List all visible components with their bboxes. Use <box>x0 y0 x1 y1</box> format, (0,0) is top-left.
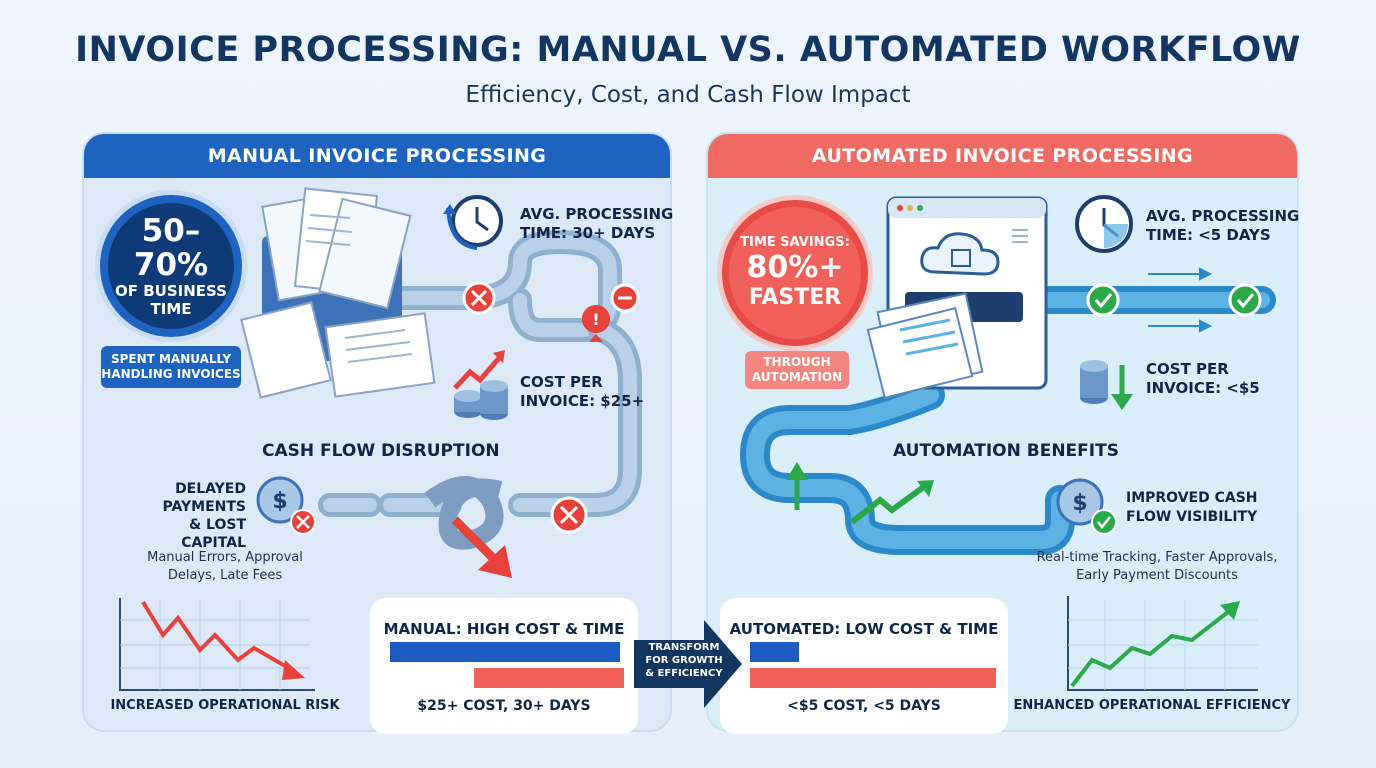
cash-line2: FLOW VISIBILITY <box>1126 509 1258 525</box>
transform-arrow-icon <box>634 620 742 708</box>
dollar-coin-icon: $ <box>256 476 316 535</box>
stop-icon <box>610 283 640 313</box>
operational-risk-caption: INCREASED OPERATIONAL RISK <box>110 698 340 713</box>
manual-stat-line2: TIME <box>150 300 192 318</box>
automated-cost-bar <box>750 668 996 688</box>
speed-arrows-icon <box>1148 267 1213 333</box>
rising-chart-icon <box>1067 596 1258 691</box>
manual-comparison-footer: $25+ COST, 30+ DAYS <box>417 698 591 714</box>
coins-icon <box>454 380 508 420</box>
automated-pipe-network <box>739 286 1276 555</box>
manual-pipe-network <box>318 229 642 517</box>
delay-line1: DELAYED <box>175 481 246 497</box>
error-x-icon <box>550 496 588 534</box>
manual-time-line1: AVG. PROCESSING <box>520 205 674 223</box>
benefits-line2: Early Payment Discounts <box>1076 568 1238 583</box>
svg-text:$: $ <box>272 489 287 514</box>
manual-time-bar <box>390 642 620 662</box>
automated-comparison-box: AUTOMATED: LOW COST & TIME <$5 COST, <5 … <box>720 598 1008 734</box>
cash-flow-disruption-heading: CASH FLOW DISRUPTION <box>262 441 500 461</box>
manual-cost-line2: INVOICE: $25+ <box>520 392 645 410</box>
errors-line1: Manual Errors, Approval <box>147 550 303 565</box>
svg-text:$: $ <box>1072 491 1087 516</box>
transform-label: TRANSFORM FOR GROWTH & EFFICIENCY <box>636 641 732 680</box>
manual-stat-value: 50–70% <box>133 213 209 283</box>
trend-up-icon <box>453 350 505 390</box>
cloud-scan-icon <box>920 232 1000 276</box>
automation-benefits-text: Real-time Tracking, Faster Approvals, Ea… <box>1022 549 1292 585</box>
automated-time-bar <box>750 642 799 662</box>
trend-up-icon <box>850 480 934 525</box>
arrow-down-icon <box>1111 365 1133 410</box>
delay-line3: & LOST CAPITAL <box>181 517 246 551</box>
manual-time-line2: TIME: 30+ DAYS <box>520 224 656 242</box>
automated-stat-small: TIME SAVINGS: <box>740 235 850 250</box>
automated-comparison-title: AUTOMATED: LOW COST & TIME <box>729 620 999 638</box>
automated-time-line1: AVG. PROCESSING <box>1146 207 1300 225</box>
declining-chart-icon <box>119 598 315 691</box>
check-icon <box>1228 283 1262 317</box>
manual-stat-line1: OF BUSINESS <box>115 282 227 300</box>
manual-processing-time: AVG. PROCESSING TIME: 30+ DAYS <box>520 205 673 243</box>
warning-icon: ! <box>581 305 610 342</box>
operational-efficiency-caption: ENHANCED OPERATIONAL EFFICIENCY <box>1013 698 1291 713</box>
automated-comparison-footer: <$5 COST, <5 DAYS <box>787 698 941 714</box>
automated-cost-line2: INVOICE: <$5 <box>1146 379 1260 397</box>
transform-line2: FOR GROWTH <box>645 655 723 666</box>
errors-line2: Delays, Late Fees <box>167 568 283 583</box>
benefits-line1: Real-time Tracking, Faster Approvals, <box>1036 550 1278 565</box>
manual-comparison-title: MANUAL: HIGH COST & TIME <box>383 620 625 638</box>
automated-cost-per-invoice: COST PER INVOICE: <$5 <box>1146 360 1260 398</box>
clock-icon <box>1075 195 1133 253</box>
automated-time-savings-circle: TIME SAVINGS: 80%+ FASTER <box>722 200 868 346</box>
cash-line1: IMPROVED CASH <box>1126 490 1258 506</box>
automated-processing-time: AVG. PROCESSING TIME: <5 DAYS <box>1146 207 1299 245</box>
manual-time-stat-circle: 50–70% OF BUSINESS TIME <box>100 195 242 337</box>
automated-stat-pill: THROUGH AUTOMATION <box>745 351 849 389</box>
automated-pill-line1: THROUGH <box>763 355 831 369</box>
error-x-icon <box>462 281 496 315</box>
manual-cost-per-invoice: COST PER INVOICE: $25+ <box>520 373 644 411</box>
svg-text:!: ! <box>592 310 599 329</box>
coins-icon <box>1080 360 1108 404</box>
cash-flow-visibility-label: IMPROVED CASH FLOW VISIBILITY <box>1126 489 1258 527</box>
delay-line2: PAYMENTS <box>162 499 246 515</box>
arrow-up-icon <box>786 462 808 510</box>
manual-pill-line2: HANDLING INVOICES <box>101 367 241 381</box>
manual-errors-text: Manual Errors, Approval Delays, Late Fee… <box>130 549 320 585</box>
automated-stat-line2: FASTER <box>748 285 842 310</box>
manual-comparison-box: MANUAL: HIGH COST & TIME $25+ COST, 30+ … <box>370 598 638 734</box>
delayed-payments-label: DELAYED PAYMENTS & LOST CAPITAL <box>130 480 246 552</box>
page-title: INVOICE PROCESSING: MANUAL VS. AUTOMATED… <box>75 30 1301 70</box>
page-subtitle: Efficiency, Cost, and Cash Flow Impact <box>465 82 911 108</box>
automated-time-line2: TIME: <5 DAYS <box>1146 226 1271 244</box>
manual-stat-pill: SPENT MANUALLY HANDLING INVOICES <box>101 346 241 388</box>
check-icon <box>1086 283 1120 317</box>
dollar-check-icon: $ <box>1056 478 1117 535</box>
transform-line1: TRANSFORM <box>648 642 720 653</box>
automated-pill-line2: AUTOMATION <box>751 370 843 384</box>
manual-panel-header: MANUAL INVOICE PROCESSING <box>84 134 670 178</box>
automation-benefits-heading: AUTOMATION BENEFITS <box>893 441 1119 461</box>
decline-arrow-icon <box>451 516 512 578</box>
documents-pile-icon <box>240 187 436 399</box>
manual-cost-bar <box>474 668 624 688</box>
manual-cost-line1: COST PER <box>520 373 603 391</box>
automated-stat-value: 80%+ <box>746 250 844 285</box>
transform-line3: & EFFICIENCY <box>645 668 723 679</box>
automated-cost-line1: COST PER <box>1146 360 1229 378</box>
clock-icon <box>443 195 503 250</box>
automated-panel-header: AUTOMATED INVOICE PROCESSING <box>708 134 1297 178</box>
scanner-slot-icon <box>866 292 1023 400</box>
manual-pill-line1: SPENT MANUALLY <box>110 352 232 366</box>
